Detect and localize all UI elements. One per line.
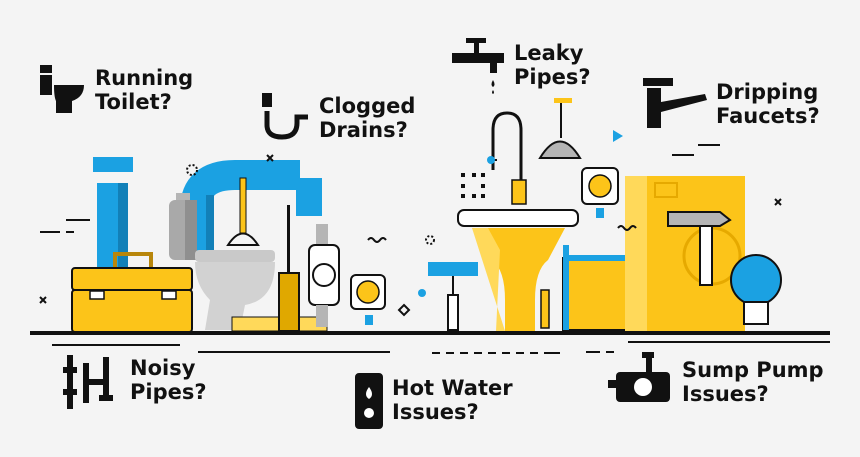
screwdriver: [278, 205, 300, 332]
label-leaky-pipes: Leaky Pipes?: [514, 41, 591, 89]
play-arrow-decoration: [613, 130, 623, 142]
label-line: Sump Pump: [682, 358, 824, 382]
label-clogged-drains: Clogged Drains?: [319, 94, 415, 142]
label-line: Running: [95, 66, 194, 90]
noisy-pipes-icon: [63, 355, 113, 409]
water-meter: [308, 224, 340, 327]
leaky-tap-icon: [452, 38, 504, 94]
toilet: [169, 193, 275, 330]
faucet-icon: [643, 78, 707, 128]
hammer: [667, 211, 732, 286]
label-running-toilet: Running Toilet?: [95, 66, 193, 114]
water-droplets: [418, 156, 495, 297]
light-bulb: [730, 254, 782, 325]
floor-line: [30, 331, 830, 335]
label-line: Faucets?: [716, 104, 820, 128]
decorative-dashes: [40, 144, 830, 354]
label-dripping-faucets: Dripping Faucets?: [716, 80, 820, 128]
water-heater-icon: [355, 373, 383, 429]
label-noisy-pipes: Noisy Pipes?: [130, 356, 207, 404]
toolbox: [71, 252, 193, 333]
dotted-square-decoration: [461, 173, 485, 198]
label-line: Pipes?: [514, 65, 591, 89]
sump-pump-icon: [608, 352, 670, 402]
washing-machine: [625, 176, 745, 331]
label-line: Pipes?: [130, 380, 207, 404]
power-outlet-left: [350, 274, 386, 325]
label-line: Issues?: [392, 400, 479, 424]
label-sump-pump-issues: Sump Pump Issues?: [682, 358, 824, 406]
drain-pipe-icon: [262, 93, 308, 140]
paint-roller: [428, 262, 478, 331]
label-line: Noisy: [130, 356, 196, 380]
bolt: [540, 289, 550, 329]
label-line: Hot Water: [392, 376, 513, 400]
sparkle-decorations: [39, 154, 782, 317]
blue-pipe: [93, 157, 133, 273]
label-hot-water-issues: Hot Water Issues?: [392, 376, 513, 424]
label-line: Dripping: [716, 80, 819, 104]
label-line: Leaky: [514, 41, 584, 65]
label-line: Clogged: [319, 94, 416, 118]
sink-pedestal: [457, 209, 579, 331]
label-line: Issues?: [682, 382, 769, 406]
label-line: Toilet?: [95, 90, 172, 114]
power-outlet-right: [581, 167, 619, 218]
toilet-icon: [40, 65, 84, 113]
plunger: [226, 177, 260, 246]
hanging-lamp: [538, 98, 582, 159]
blue-elbow-pipe: [180, 160, 322, 260]
label-line: Drains?: [319, 118, 408, 142]
